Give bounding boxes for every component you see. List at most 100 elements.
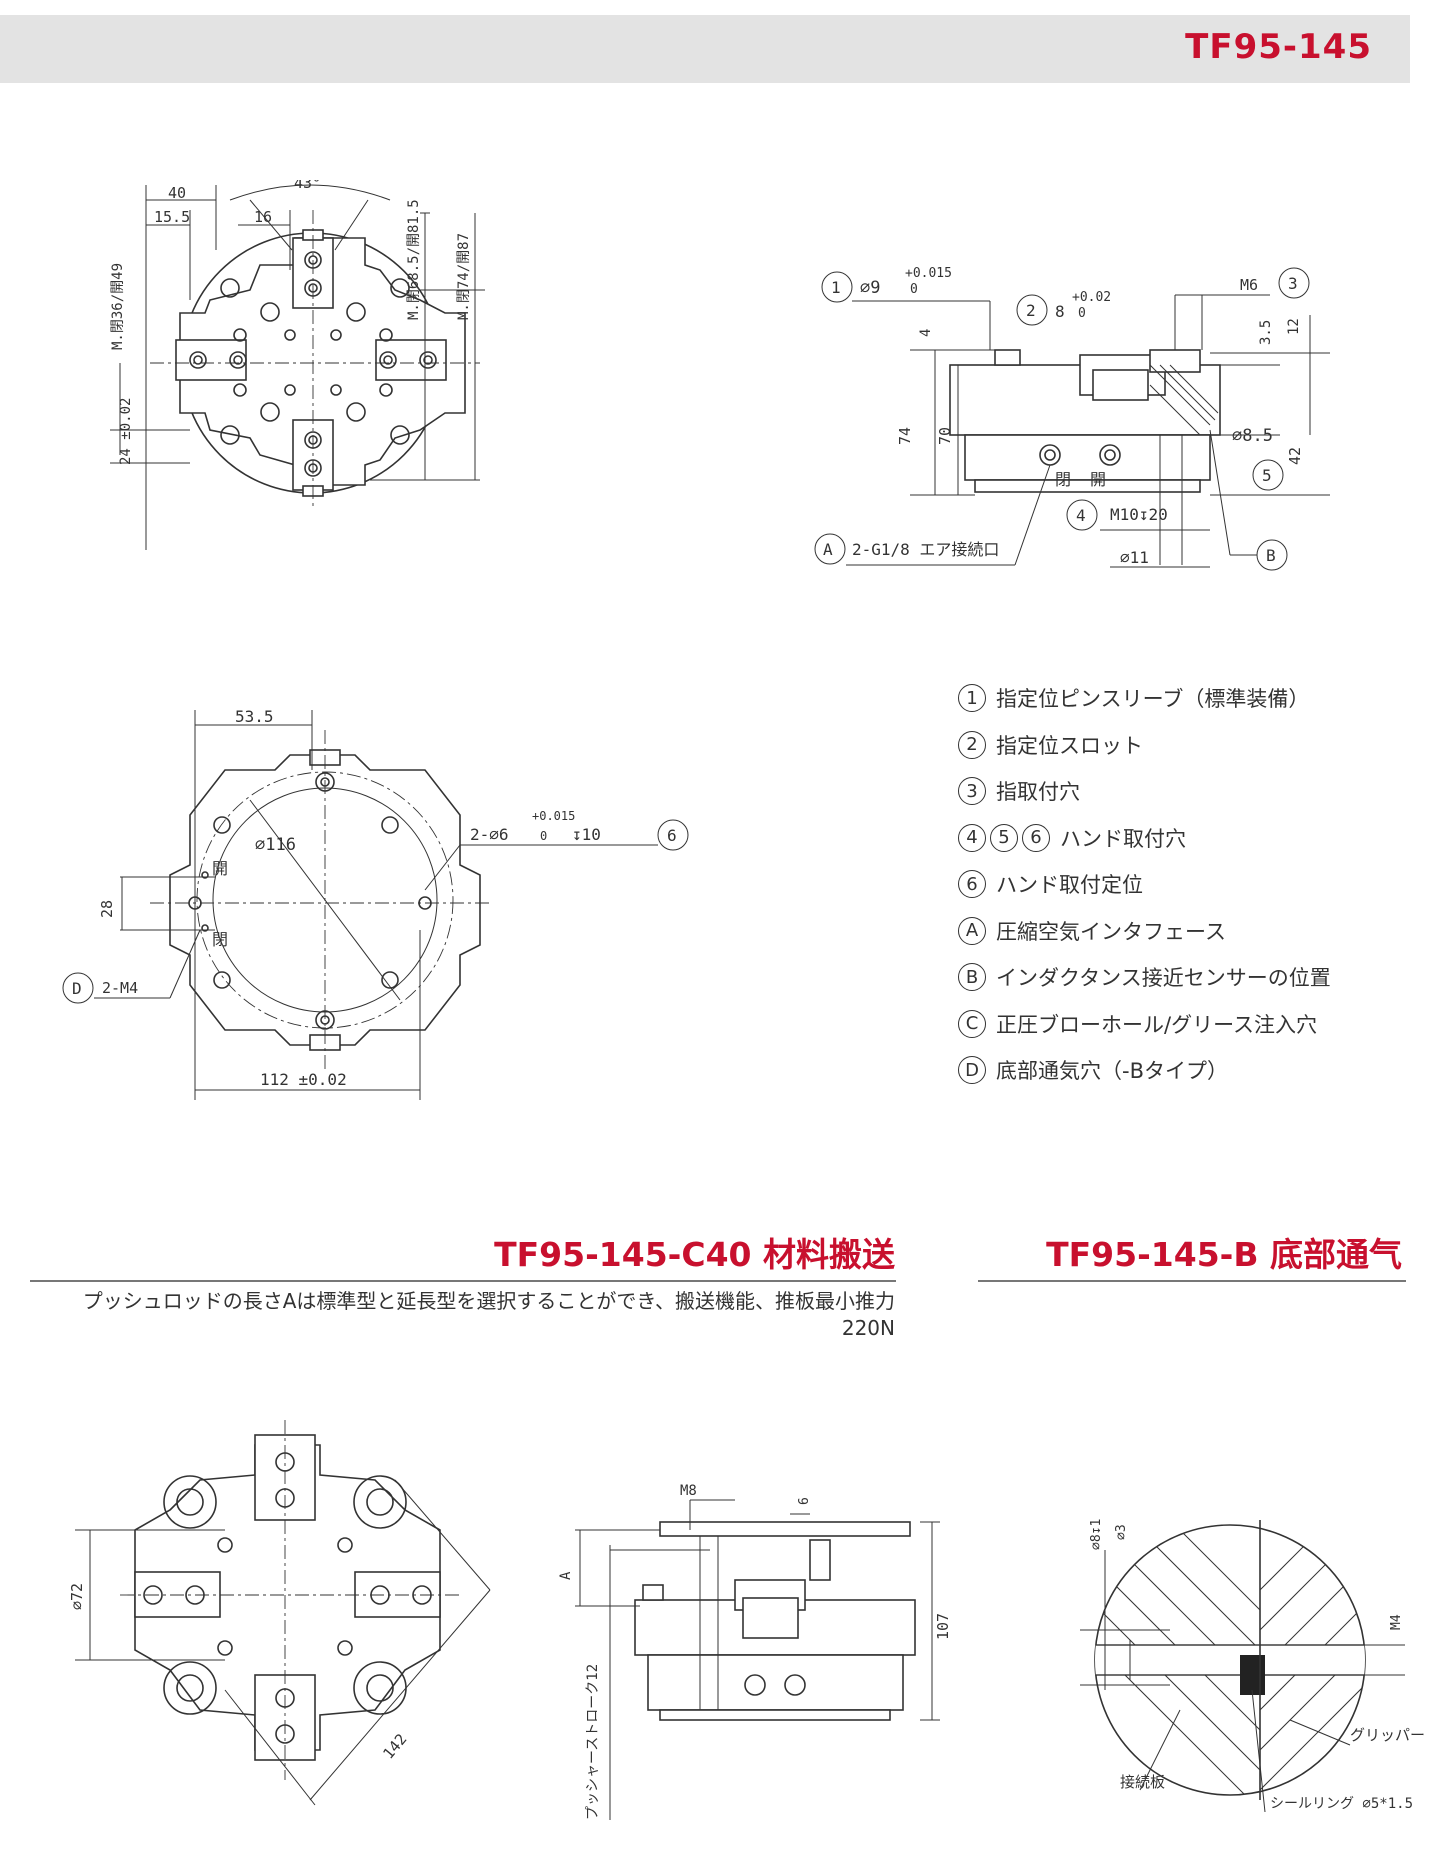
callout-marker: 3: [958, 777, 986, 806]
svg-text:70: 70: [936, 427, 954, 445]
svg-text:1: 1: [831, 278, 841, 297]
bottom-view-drawing: 開 閉 ∅116 53.5 2-∅6 +0.015 0 ↧10 6 28 D 2…: [62, 707, 689, 1100]
svg-text:∅8.5: ∅8.5: [1232, 426, 1273, 446]
svg-text:4: 4: [918, 329, 934, 337]
svg-text:∅3: ∅3: [1114, 1524, 1129, 1540]
model-title: TF95-145: [1185, 27, 1372, 67]
svg-text:4: 4: [1076, 506, 1086, 525]
svg-text:6: 6: [667, 826, 677, 845]
legend-item: A 圧縮空気インタフェース: [958, 908, 1331, 955]
callout-marker: 6: [1022, 823, 1050, 852]
callout-marker: 1: [958, 684, 986, 713]
svg-text:M8: M8: [680, 1483, 697, 1499]
svg-text:B: B: [1266, 546, 1276, 565]
callout-marker: 2: [958, 730, 986, 759]
svg-text:∅11: ∅11: [1120, 548, 1149, 567]
svg-text:シールリング ∅5*1.5: シールリング ∅5*1.5: [1270, 1796, 1413, 1812]
svg-text:8: 8: [1055, 302, 1065, 321]
section-description: プッシュロッドの長さAは標準型と延長型を選択することができ、搬送機能、推板最小推…: [82, 1289, 895, 1340]
callout-marker: D: [958, 1056, 986, 1085]
svg-text:2: 2: [1026, 301, 1036, 320]
svg-text:24 ±0.02: 24 ±0.02: [118, 398, 134, 465]
svg-text:M4: M4: [1389, 1614, 1404, 1630]
svg-text:28: 28: [98, 900, 116, 918]
svg-text:2-G1/8 エア接続口: 2-G1/8 エア接続口: [852, 540, 999, 559]
b-detail-drawing: ∅8↧1 ∅3 M4 グリッパー 接続板 シールリング ∅5*1.5: [1080, 1519, 1425, 1813]
svg-text:2-∅6: 2-∅6: [470, 825, 509, 844]
callout-marker: B: [958, 963, 986, 992]
svg-text:グリッパー: グリッパー: [1350, 1726, 1425, 1744]
legend-text: 圧縮空気インタフェース: [996, 919, 1226, 944]
section-title-b: TF95-145-B 底部通气: [1046, 1235, 1402, 1274]
section-divider: [978, 1280, 1406, 1282]
top-view-drawing: 40 15.5 16 43° 24 ±0.02 M.閉36/開49 M.閉68.…: [110, 180, 485, 550]
callout-marker: 4: [958, 823, 986, 852]
svg-text:閉: 閉: [212, 930, 228, 949]
legend-item: 2 指定位スロット: [958, 722, 1331, 769]
legend-item: 1 指定位ピンスリーブ（標準装備）: [958, 675, 1331, 722]
callout-marker: C: [958, 1009, 986, 1038]
svg-text:開: 開: [1090, 470, 1106, 489]
svg-text:112 ±0.02: 112 ±0.02: [260, 1070, 347, 1089]
svg-text:A: A: [823, 540, 833, 559]
svg-text:接続板: 接続板: [1120, 1773, 1165, 1791]
svg-text:開: 開: [212, 859, 228, 878]
legend-text: 正圧ブローホール/グリース注入穴: [996, 1012, 1318, 1037]
svg-text:42: 42: [1286, 447, 1304, 465]
svg-text:43°: 43°: [294, 180, 321, 192]
svg-text:74: 74: [896, 427, 914, 445]
svg-text:142: 142: [379, 1730, 410, 1762]
section-divider: [30, 1280, 896, 1282]
legend-text: 指定位ピンスリーブ（標準装備）: [996, 687, 1310, 712]
legend-text: 底部通気穴（-Bタイプ）: [996, 1059, 1228, 1084]
svg-text:↧10: ↧10: [572, 825, 601, 844]
svg-text:∅9: ∅9: [860, 278, 880, 298]
svg-text:6: 6: [797, 1497, 812, 1505]
svg-text:40: 40: [168, 184, 186, 202]
svg-text:3: 3: [1288, 274, 1298, 293]
legend-text: 指定位スロット: [996, 733, 1143, 758]
svg-text:M.閉74/開87: M.閉74/開87: [456, 233, 472, 320]
svg-text:53.5: 53.5: [235, 707, 274, 726]
svg-text:107: 107: [934, 1613, 952, 1640]
svg-text:12: 12: [1286, 318, 1302, 335]
svg-text:M.閉36/開49: M.閉36/開49: [110, 263, 126, 350]
legend-text: インダクタンス接近センサーの位置: [996, 966, 1331, 991]
side-view-drawing: 閉 開 1 ∅9 +0.015 0 2 8 +0.02 0 M6 3 3.5 1…: [814, 266, 1330, 571]
c40-top-drawing: ∅72 142: [68, 1420, 491, 1806]
legend-item: B インダクタンス接近センサーの位置: [958, 954, 1331, 1001]
svg-text:15.5: 15.5: [154, 208, 190, 226]
legend-item: 6 ハンド取付定位: [958, 861, 1331, 908]
svg-text:プッシャーストローク12: プッシャーストローク12: [585, 1664, 601, 1820]
legend-item: C 正圧ブローホール/グリース注入穴: [958, 1001, 1331, 1048]
c40-side-drawing: M8 6 A プッシャーストローク12 107: [558, 1483, 952, 1820]
svg-text:D: D: [72, 979, 82, 998]
header-bar: TF95-145: [0, 15, 1410, 83]
svg-text:M10↧20: M10↧20: [1110, 505, 1168, 524]
legend-text: ハンド取付定位: [996, 873, 1143, 898]
section-title-c40: TF95-145-C40 材料搬送: [494, 1235, 895, 1274]
svg-text:0: 0: [910, 282, 918, 297]
svg-text:+0.015: +0.015: [905, 266, 952, 281]
callout-marker: 6: [958, 870, 986, 899]
callout-marker: 5: [990, 823, 1018, 852]
legend-text: ハンド取付穴: [1060, 826, 1186, 851]
svg-text:0: 0: [1078, 306, 1086, 321]
svg-text:閉: 閉: [1055, 470, 1071, 489]
svg-text:M.閉68.5/開81.5: M.閉68.5/開81.5: [406, 199, 422, 320]
legend-item: D 底部通気穴（-Bタイプ）: [958, 1047, 1331, 1094]
svg-text:M6: M6: [1240, 276, 1258, 294]
svg-text:+0.02: +0.02: [1072, 290, 1111, 305]
svg-text:∅116: ∅116: [255, 835, 296, 855]
svg-text:+0.015: +0.015: [532, 809, 575, 823]
callout-marker: A: [958, 916, 986, 945]
svg-text:5: 5: [1262, 466, 1272, 485]
svg-text:∅72: ∅72: [68, 1583, 86, 1610]
svg-text:3.5: 3.5: [1258, 320, 1274, 345]
svg-text:A: A: [558, 1571, 574, 1580]
svg-text:0: 0: [540, 829, 547, 843]
svg-text:2-M4: 2-M4: [102, 979, 138, 997]
